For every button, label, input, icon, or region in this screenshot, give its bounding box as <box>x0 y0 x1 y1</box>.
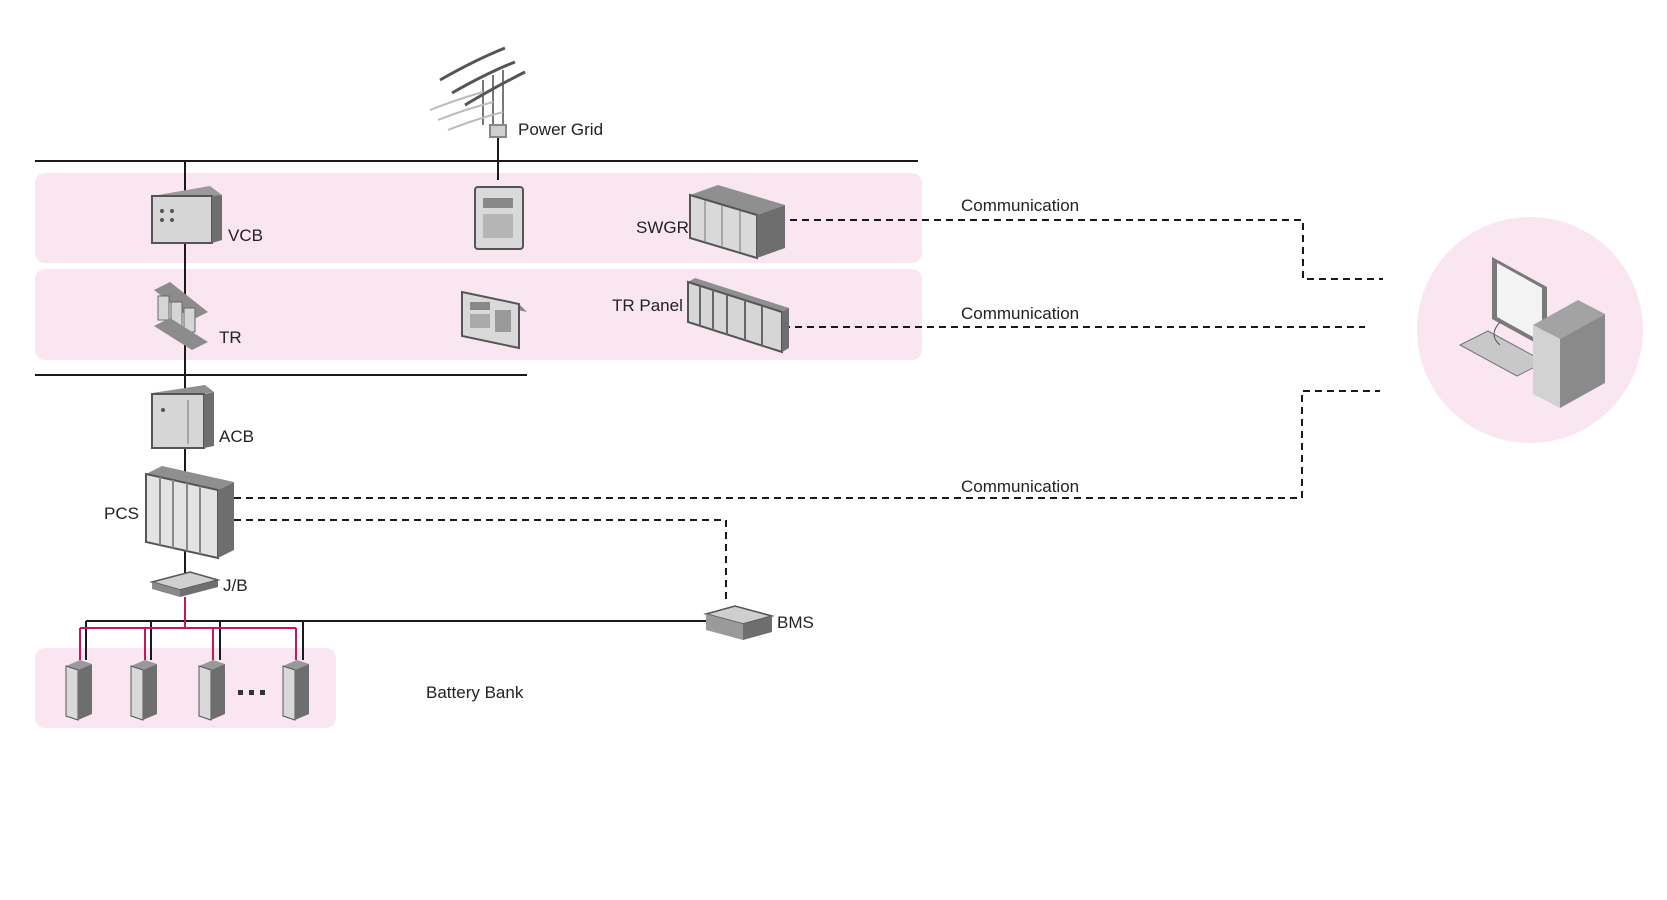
communication-label-3: Communication <box>961 477 1080 496</box>
junction-box-icon <box>149 571 221 597</box>
power-pylon-icon <box>429 46 526 138</box>
battery-links <box>79 597 297 660</box>
acb-cabinet-icon <box>151 385 214 449</box>
bms-label: BMS <box>777 613 814 632</box>
vcb-cabinet-icon <box>151 186 222 244</box>
jb-label: J/B <box>223 576 248 595</box>
battery-rack-icon <box>65 660 309 721</box>
transformer-icon <box>154 282 208 350</box>
comm-line-bms <box>234 519 727 604</box>
battery-more-dots <box>238 690 265 695</box>
power-grid-label: Power Grid <box>518 120 604 139</box>
pcs-cabinet-icon <box>145 466 234 560</box>
communication-lines <box>234 219 1383 604</box>
acb-label: ACB <box>219 427 254 446</box>
vcb-label: VCB <box>228 226 263 245</box>
battery-rack-4 <box>282 660 309 721</box>
relay-panel-icon <box>474 186 524 250</box>
comm-line-pcs <box>234 390 1380 499</box>
tr-label: TR <box>219 328 242 347</box>
battery-bank-band <box>35 648 336 728</box>
pcs-label: PCS <box>104 504 139 523</box>
swgr-cabinet-icon <box>689 185 785 260</box>
battery-rack-2 <box>130 660 157 721</box>
swgr-label: SWGR <box>636 218 689 237</box>
comm-line-swgr <box>778 219 1383 280</box>
communication-label-1: Communication <box>961 196 1080 215</box>
bms-unit-icon <box>703 605 775 640</box>
communication-label-2: Communication <box>961 304 1080 323</box>
battery-bank-label: Battery Bank <box>426 683 524 702</box>
battery-rack-3 <box>198 660 225 721</box>
tr-panel-cabinet-icon <box>687 278 789 354</box>
battery-rack-1 <box>65 660 92 721</box>
control-panel-icon <box>461 290 527 350</box>
workstation-computer-icon <box>1458 257 1605 408</box>
tr-panel-label: TR Panel <box>612 296 683 315</box>
